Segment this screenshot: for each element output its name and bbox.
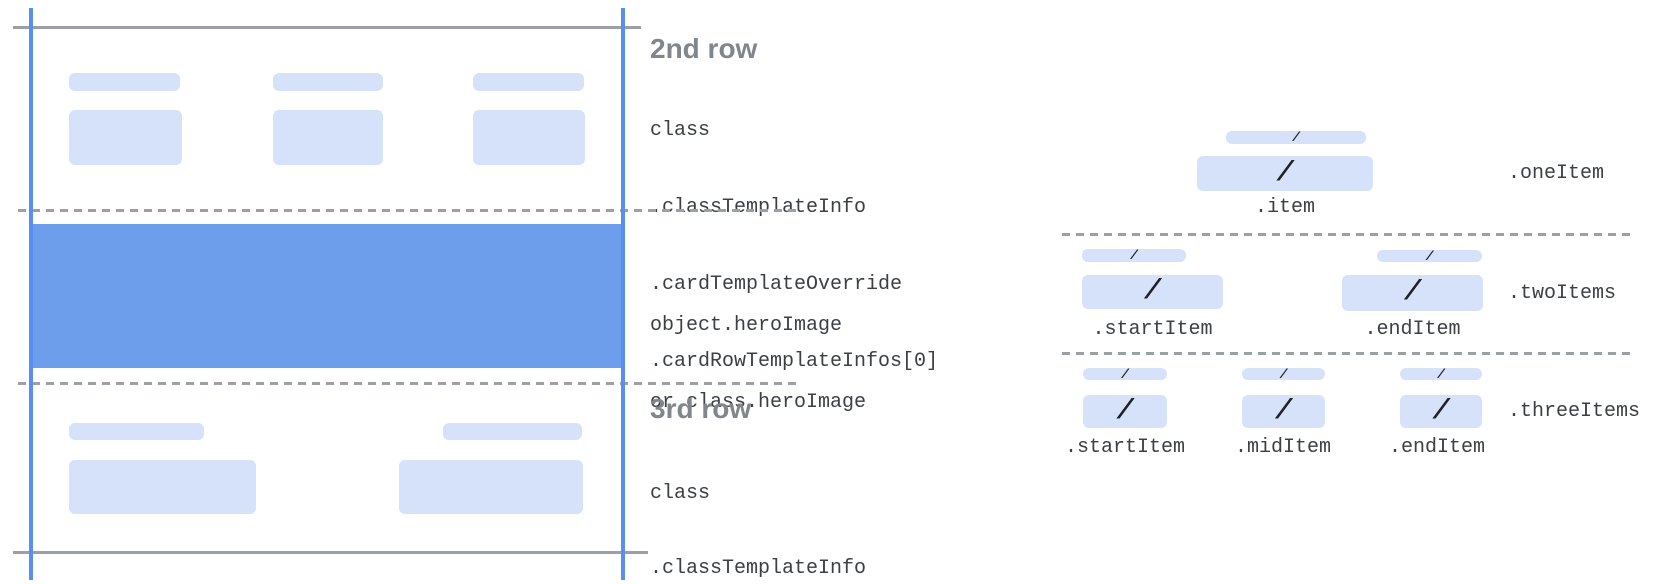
row3-code-line: class — [650, 482, 711, 505]
left-guide-line — [29, 8, 33, 580]
slash-glyph: / — [1279, 366, 1288, 382]
row2-hero-divider-dashed-line — [18, 209, 797, 212]
slash-glyph: / — [1276, 157, 1294, 189]
row2-code-block: class .classTemplateInfo .cardTemplateOv… — [650, 69, 938, 423]
two-items-start-value-rect: / — [1082, 275, 1223, 309]
row2-code-line: class — [650, 119, 711, 142]
row2-code-line: .classTemplateInfo — [650, 196, 867, 219]
two-items-end-label-rect: / — [1377, 248, 1482, 264]
two-items-end-label: .endItem — [1364, 318, 1461, 341]
row2-col3-value-rect — [473, 110, 585, 165]
row2-code-line: .cardTemplateOverride — [650, 273, 903, 296]
bottom-card-edge-line — [13, 551, 648, 554]
two-items-start-label-rect: / — [1082, 249, 1186, 262]
row3-heading: 3rd row — [650, 393, 752, 424]
one-two-divider-dashed-line — [1062, 233, 1630, 236]
slash-glyph: / — [1121, 366, 1129, 382]
one-item-row-label: .oneItem — [1508, 162, 1605, 185]
three-items-end-value-rect: / — [1400, 395, 1482, 428]
row2-heading: 2nd row — [650, 33, 758, 64]
row2-col1-value-rect — [69, 110, 182, 165]
row2-code-line: .cardRowTemplateInfos[0] — [650, 350, 939, 373]
row3-code-line: .classTemplateInfo — [650, 557, 867, 580]
hero-code-line: or class.heroImage — [650, 391, 867, 414]
slash-glyph: / — [1144, 276, 1161, 307]
hero-row3-divider-dashed-line — [18, 382, 797, 385]
slash-glyph: / — [1432, 395, 1450, 427]
three-items-end-label: .endItem — [1388, 436, 1485, 459]
row3-start-value-rect — [69, 460, 256, 514]
three-items-mid-value-rect: / — [1242, 395, 1325, 428]
one-item-value-rect: / — [1197, 156, 1373, 191]
slash-glyph: / — [1130, 248, 1138, 263]
one-item-label-rect: / — [1226, 131, 1366, 144]
hero-code-line: object.heroImage — [650, 314, 843, 337]
three-items-mid-label: .midItem — [1234, 436, 1331, 459]
slash-glyph: / — [1116, 395, 1134, 427]
two-items-start-label: .startItem — [1092, 318, 1213, 341]
hero-code-block: object.heroImage or class.heroImage — [650, 264, 866, 464]
two-items-row-label: .twoItems — [1508, 281, 1617, 305]
row3-end-value-rect — [399, 460, 583, 514]
slash-glyph: / — [1425, 248, 1434, 264]
three-items-row-label: .threeItems — [1508, 400, 1641, 423]
hero-image-band — [31, 224, 623, 368]
row3-start-label-rect — [69, 423, 204, 440]
row2-col1-label-rect — [69, 73, 180, 91]
slash-glyph: / — [1275, 395, 1292, 427]
row2-col2-value-rect — [273, 110, 383, 165]
row3-code-block: class .classTemplateInfo .cardTemplateOv… — [650, 433, 938, 584]
slash-glyph: / — [1437, 366, 1445, 382]
three-items-end-label-rect: / — [1400, 366, 1482, 382]
three-items-start-label: .startItem — [1064, 436, 1186, 459]
row2-col2-label-rect — [273, 73, 383, 91]
two-three-divider-dashed-line — [1062, 352, 1630, 355]
slash-glyph: / — [1404, 277, 1421, 308]
two-items-end-value-rect: / — [1342, 275, 1483, 311]
slash-glyph: / — [1292, 130, 1300, 145]
one-item-item-label: .item — [1254, 196, 1315, 219]
top-card-edge-line — [13, 26, 641, 29]
three-items-mid-label-rect: / — [1242, 366, 1325, 382]
row3-end-label-rect — [443, 423, 582, 440]
three-items-start-value-rect: / — [1083, 395, 1167, 428]
right-guide-line — [621, 8, 625, 580]
three-items-start-label-rect: / — [1083, 366, 1167, 382]
row2-col3-label-rect — [473, 73, 584, 91]
